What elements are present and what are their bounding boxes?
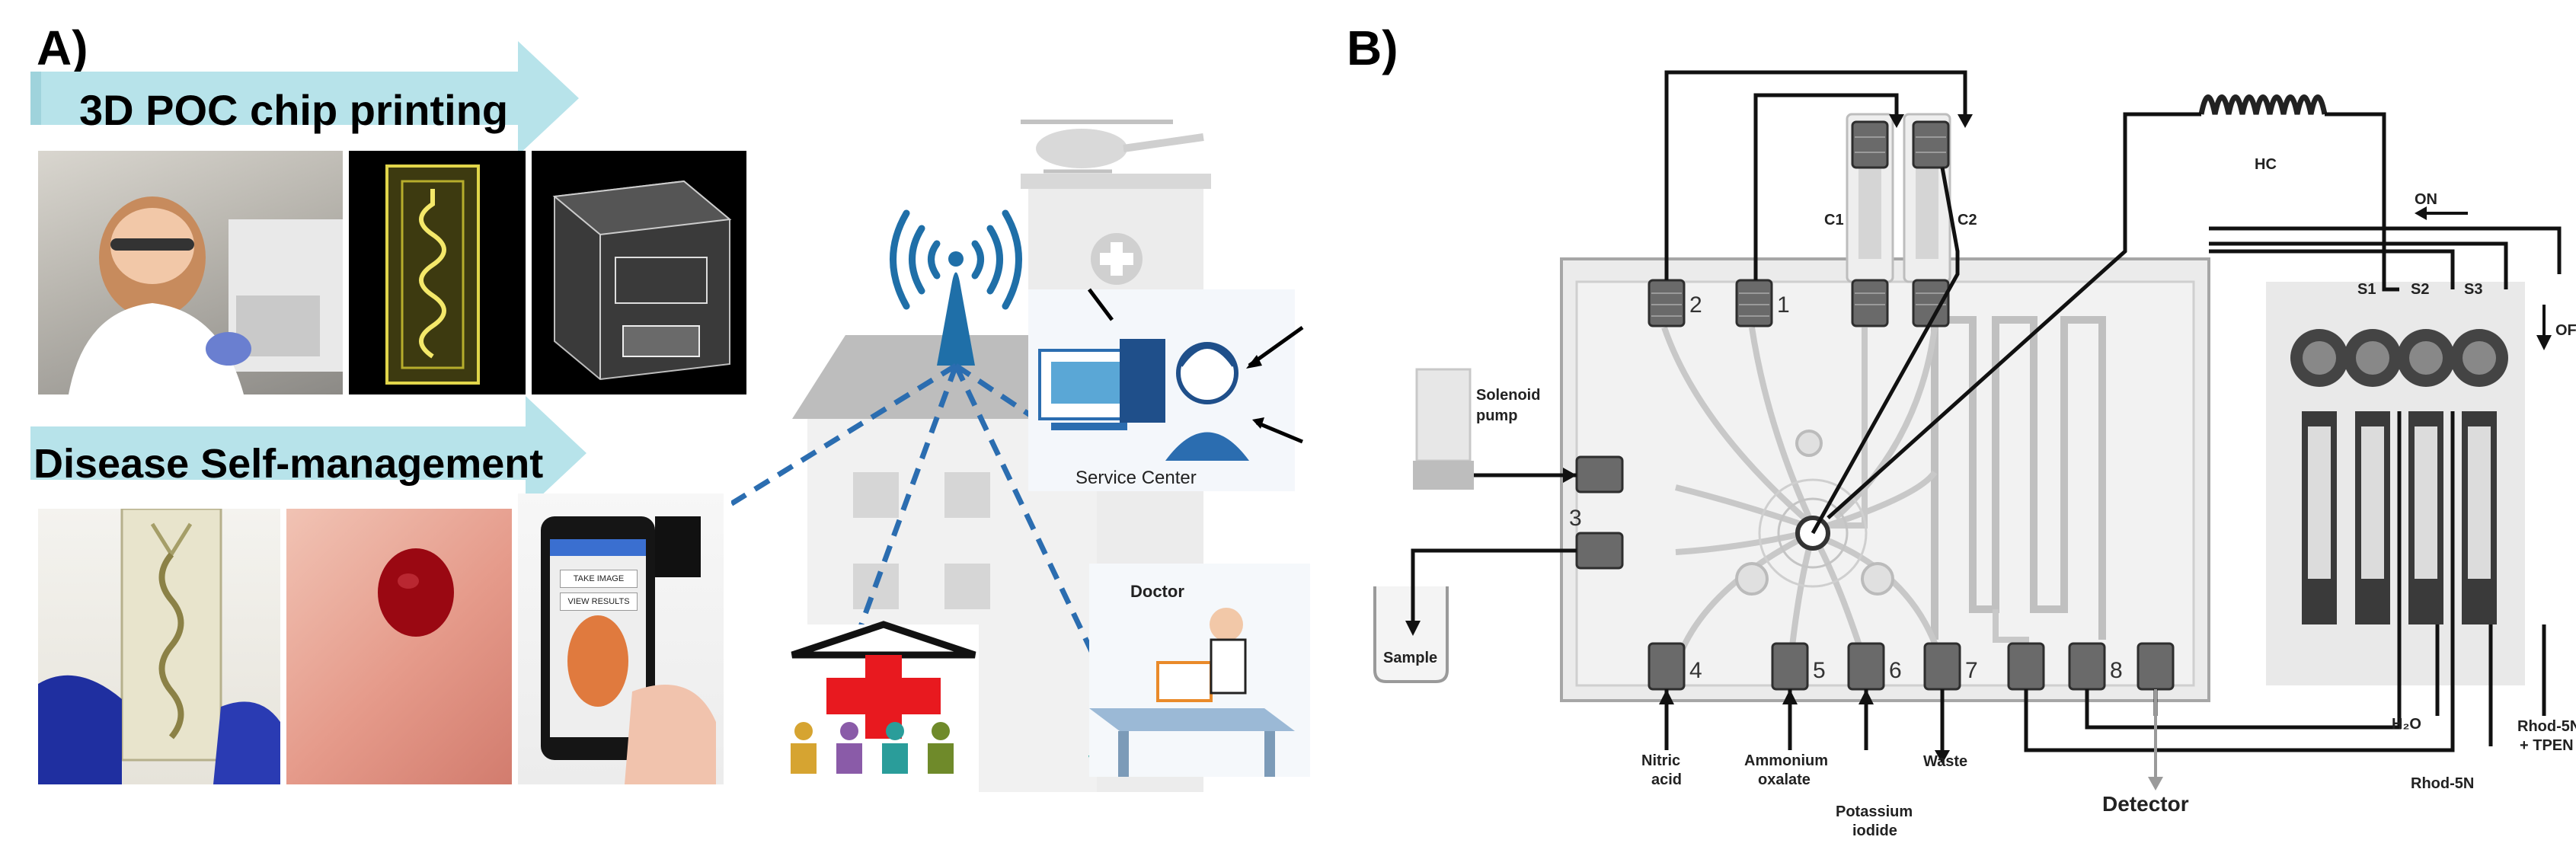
self-management-arrow-banner: Disease Self-management [30,396,586,510]
connector-threads [1651,136,1946,317]
chip-render-illustration [385,164,480,385]
potassium-label-line2: iodide [1852,822,1897,839]
doctor-label: Doctor [1130,582,1184,601]
ammonium-label-line1: Ammonium [1744,752,1828,769]
waste-label: Waste [1923,753,1967,770]
panel-a-label: A) [37,21,88,75]
hospital-network-scene [731,120,1310,792]
ammonium-label-line2: oxalate [1758,771,1811,788]
view-results-button: VIEW RESULTS [560,592,638,611]
sample-label: Sample [1383,650,1437,666]
tubing-lines [1411,70,2562,752]
port-connectors [1575,120,2175,691]
scientist-illustration [69,196,343,394]
port-number-3: 3 [1569,506,1582,531]
detector-label: Detector [2102,792,2189,816]
helicopter-icon [1021,120,1204,174]
computer-monitor-icon [1038,339,1165,430]
syringe-s2-label: S2 [2411,281,2429,298]
operator-headset-icon [1165,342,1249,461]
smartphone-photo: TAKE IMAGE VIEW RESULTS [518,493,724,784]
solenoid-label-line1: Solenoid [1476,387,1540,404]
wireframe-part-render [532,151,746,394]
port-number-5: 5 [1813,658,1826,683]
incoming-arrow-3 [1088,288,1114,321]
antenna-icon [890,209,1022,366]
wireframe-illustration [552,180,732,381]
network-links [731,363,1100,664]
chip-hand-illustration [38,509,280,784]
arrow-shape-top [30,41,579,155]
service-center-label: Service Center [1075,468,1197,488]
rhod5n-tpen-label-line1: Rhod-5N [2517,718,2576,735]
hospital-roof [792,335,1089,419]
panel-b-label: B) [1347,21,1398,75]
incoming-arrow-2 [1256,420,1303,444]
rhod5n-tpen-label-line2: + TPEN [2520,737,2574,754]
chip-in-hand-photo [38,509,280,784]
panel-a: A) 3D POC chip printing [30,21,1310,792]
take-image-button: TAKE IMAGE [560,570,638,588]
syringe-pumps [2290,329,2508,624]
port-number-8: 8 [2110,658,2123,683]
port-number-6: 6 [1889,658,1902,683]
port-number-7: 7 [1965,658,1978,683]
printing-banner-text: 3D POC chip printing [79,86,509,134]
arrow-shape-bottom [30,396,586,510]
solenoid-label-line2: pump [1476,407,1517,424]
arrowheads [1405,114,2552,764]
finger-prick-photo [286,509,512,784]
port-number-2: 2 [1689,292,1702,318]
nitric-label-line1: Nitric [1641,752,1680,769]
red-cross-icon [826,655,941,739]
doctor-desk-icon [1089,608,1295,777]
port-number-4: 4 [1689,658,1702,683]
panel-b: B) [1341,0,2576,856]
column-c2-label: C2 [1958,212,1977,228]
off-label: OFF [2555,322,2576,339]
printed-chip-render [349,151,526,394]
smartphone-illustration [541,516,716,784]
sample-beaker [1373,586,1449,683]
h2o-label: H₂O [2392,716,2421,733]
printing-arrow-banner: 3D POC chip printing [30,41,579,155]
syringe-s3-label: S3 [2464,281,2482,298]
nitric-label-line2: acid [1651,771,1682,788]
on-label: ON [2415,191,2437,208]
rhod5n-label: Rhod-5N [2411,775,2474,792]
solenoid-pump [1415,368,1472,462]
waiting-patients-icon [791,722,954,774]
heating-coil-label: HC [2255,156,2277,173]
potassium-label-line1: Potassium [1836,803,1913,820]
mixing-hub-outer [1758,478,1868,588]
blood-drop-illustration [378,548,454,637]
serpentine-channel [1931,316,2106,640]
self-management-banner-text: Disease Self-management [34,441,544,487]
lab-photo [38,151,343,394]
microfluidic-system-diagram: 2 1 3 4 5 6 7 8 C1 C2 HC ON OFF S1 S2 S3… [1373,70,2576,839]
syringe-s1-label: S1 [2357,281,2376,298]
heating-coil [2198,94,2328,115]
column-c1-label: C1 [1824,212,1844,228]
port-number-1: 1 [1777,292,1790,318]
